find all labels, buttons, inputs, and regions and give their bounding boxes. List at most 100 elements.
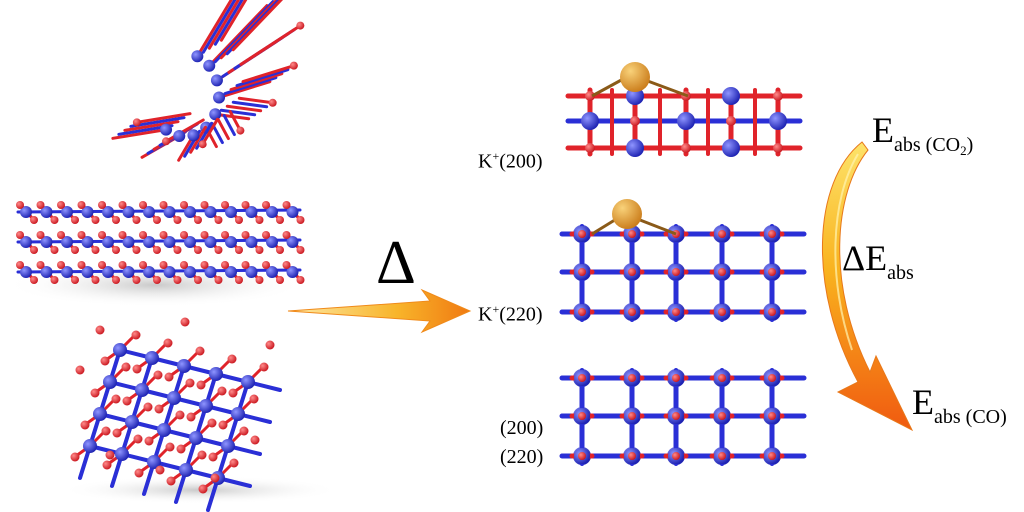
lattice-oxygen-atom xyxy=(681,143,691,153)
sheet-oxygen-atom xyxy=(153,276,161,284)
delta-e-sub: abs xyxy=(887,262,914,284)
sheet-oxygen-atom xyxy=(91,246,100,254)
sheet-oxygen-atom xyxy=(214,216,223,224)
crystal-metal-atom xyxy=(83,439,97,453)
lattice-k200 xyxy=(565,87,803,157)
sheet-oxygen-atom xyxy=(112,276,120,284)
tube-bond xyxy=(229,72,284,91)
tube-bond xyxy=(219,0,279,60)
crystal-oxygen-atom xyxy=(154,404,164,414)
sheet-oxygen-atom xyxy=(241,201,250,209)
tube-bond xyxy=(237,96,275,105)
crystal-oxygen-atom xyxy=(185,378,195,388)
sheet-oxygen-atom xyxy=(241,261,250,269)
sheet-oxygen-atom xyxy=(98,231,106,239)
sheet-oxygen-atom xyxy=(50,246,59,254)
lattice-oxygen-atom xyxy=(672,452,680,460)
lattice-oxygen-atom xyxy=(578,412,586,420)
sheet-oxygen-atom xyxy=(282,261,291,269)
sheet-metal-atom xyxy=(143,266,155,278)
facet-k200-rest: (200) xyxy=(499,150,543,173)
tube-bond xyxy=(235,68,290,87)
sheet-metal-atom xyxy=(204,206,217,218)
sheet-bond xyxy=(16,208,302,214)
crystal-oxygen-atom xyxy=(101,426,111,436)
sheet-oxygen-atom xyxy=(98,261,106,269)
sheet-oxygen-atom xyxy=(173,276,182,284)
sheet-oxygen-atom xyxy=(194,276,202,284)
lattice-metal-atom xyxy=(677,112,695,130)
sheet-oxygen-atom xyxy=(235,216,243,224)
sheet-oxygen-atom xyxy=(255,276,264,284)
potassium-atom-k200 xyxy=(591,62,689,98)
sheet-metal-atom xyxy=(40,236,53,248)
nanotube-structure xyxy=(111,0,305,162)
sheet-metal-atom xyxy=(163,266,176,278)
lattice-oxygen-atom xyxy=(628,412,636,420)
crystal-oxygen-atom xyxy=(265,340,275,350)
tube-oxygen-atom xyxy=(289,61,298,70)
tube-bond xyxy=(225,0,281,56)
lattice-oxygen-atom xyxy=(726,116,736,126)
lattice-oxygen-atom xyxy=(672,374,680,382)
facet-label-200: (200) xyxy=(500,417,544,439)
facet-label-k220: K+(220) xyxy=(478,303,543,325)
sheet-oxygen-atom xyxy=(153,216,161,224)
tube-metal-atom xyxy=(210,74,223,87)
sheet-oxygen-atom xyxy=(98,201,106,209)
tube-bond xyxy=(201,0,237,54)
e-co2-main: E xyxy=(872,110,894,150)
sheet-oxygen-atom xyxy=(57,201,65,209)
sheet-oxygen-atom xyxy=(159,201,168,209)
facet-k220-main: K xyxy=(478,303,493,326)
lattice-oxygen-atom xyxy=(630,116,640,126)
sheet-oxygen-atom xyxy=(180,261,188,269)
sheet-oxygen-atom xyxy=(30,276,38,284)
tube-oxygen-atom xyxy=(268,98,277,107)
lattice-oxygen-atom xyxy=(578,452,586,460)
sheet-oxygen-atom xyxy=(139,201,147,209)
crystal-oxygen-atom xyxy=(70,452,80,462)
sheet-oxygen-atom xyxy=(214,276,223,284)
facet-k220-sup: + xyxy=(492,302,500,316)
sheet-oxygen-atom xyxy=(71,276,79,284)
crystal-oxygen-atom xyxy=(153,370,163,380)
sheet-oxygen-atom xyxy=(132,246,141,254)
crystal-oxygen-atom xyxy=(227,354,237,364)
sheet-metal-atom xyxy=(81,236,94,248)
crystal-metal-atom xyxy=(113,343,127,357)
e-co-main: E xyxy=(912,382,934,422)
sheet-oxygen-atom xyxy=(200,201,209,209)
crystal-oxygen-atom xyxy=(210,473,220,483)
sheet-oxygen-atom xyxy=(50,276,59,284)
lattice-oxygen-atom xyxy=(628,230,636,238)
crystal-oxygen-atom xyxy=(176,444,186,454)
sheet-metal-atom xyxy=(163,206,176,218)
crystal-metal-atom xyxy=(209,367,223,381)
sheet-metal-atom xyxy=(143,236,155,248)
crystal-metal-atom xyxy=(93,407,107,421)
sheet-metal-atom xyxy=(286,266,299,278)
sheet-oxygen-atom xyxy=(221,231,229,239)
crystal-oxygen-atom xyxy=(186,412,196,422)
sheet-oxygen-atom xyxy=(276,246,284,254)
sheet-metal-atom xyxy=(61,236,73,248)
lattice-oxygen-atom xyxy=(768,268,776,276)
crystal-oxygen-atom xyxy=(134,468,144,478)
sheet-metal-atom xyxy=(40,266,53,278)
sheet-metal-atom xyxy=(245,266,258,278)
crystal-metal-atom xyxy=(241,375,255,389)
sheet-oxygen-atom xyxy=(71,246,79,254)
sheet-oxygen-atom xyxy=(200,261,209,269)
crystal-oxygen-atom xyxy=(121,362,131,372)
tube-bond xyxy=(222,114,236,137)
sheet-metal-atom xyxy=(245,206,258,218)
crystal-oxygen-atom xyxy=(163,338,173,348)
sheet-oxygen-atom xyxy=(241,231,250,239)
sheet-oxygen-atom xyxy=(296,246,305,254)
crystal-oxygen-atom xyxy=(175,410,185,420)
crystal-oxygen-atom xyxy=(133,434,143,444)
crystal-oxygen-atom xyxy=(100,356,110,366)
lattice-oxygen-atom xyxy=(768,374,776,382)
